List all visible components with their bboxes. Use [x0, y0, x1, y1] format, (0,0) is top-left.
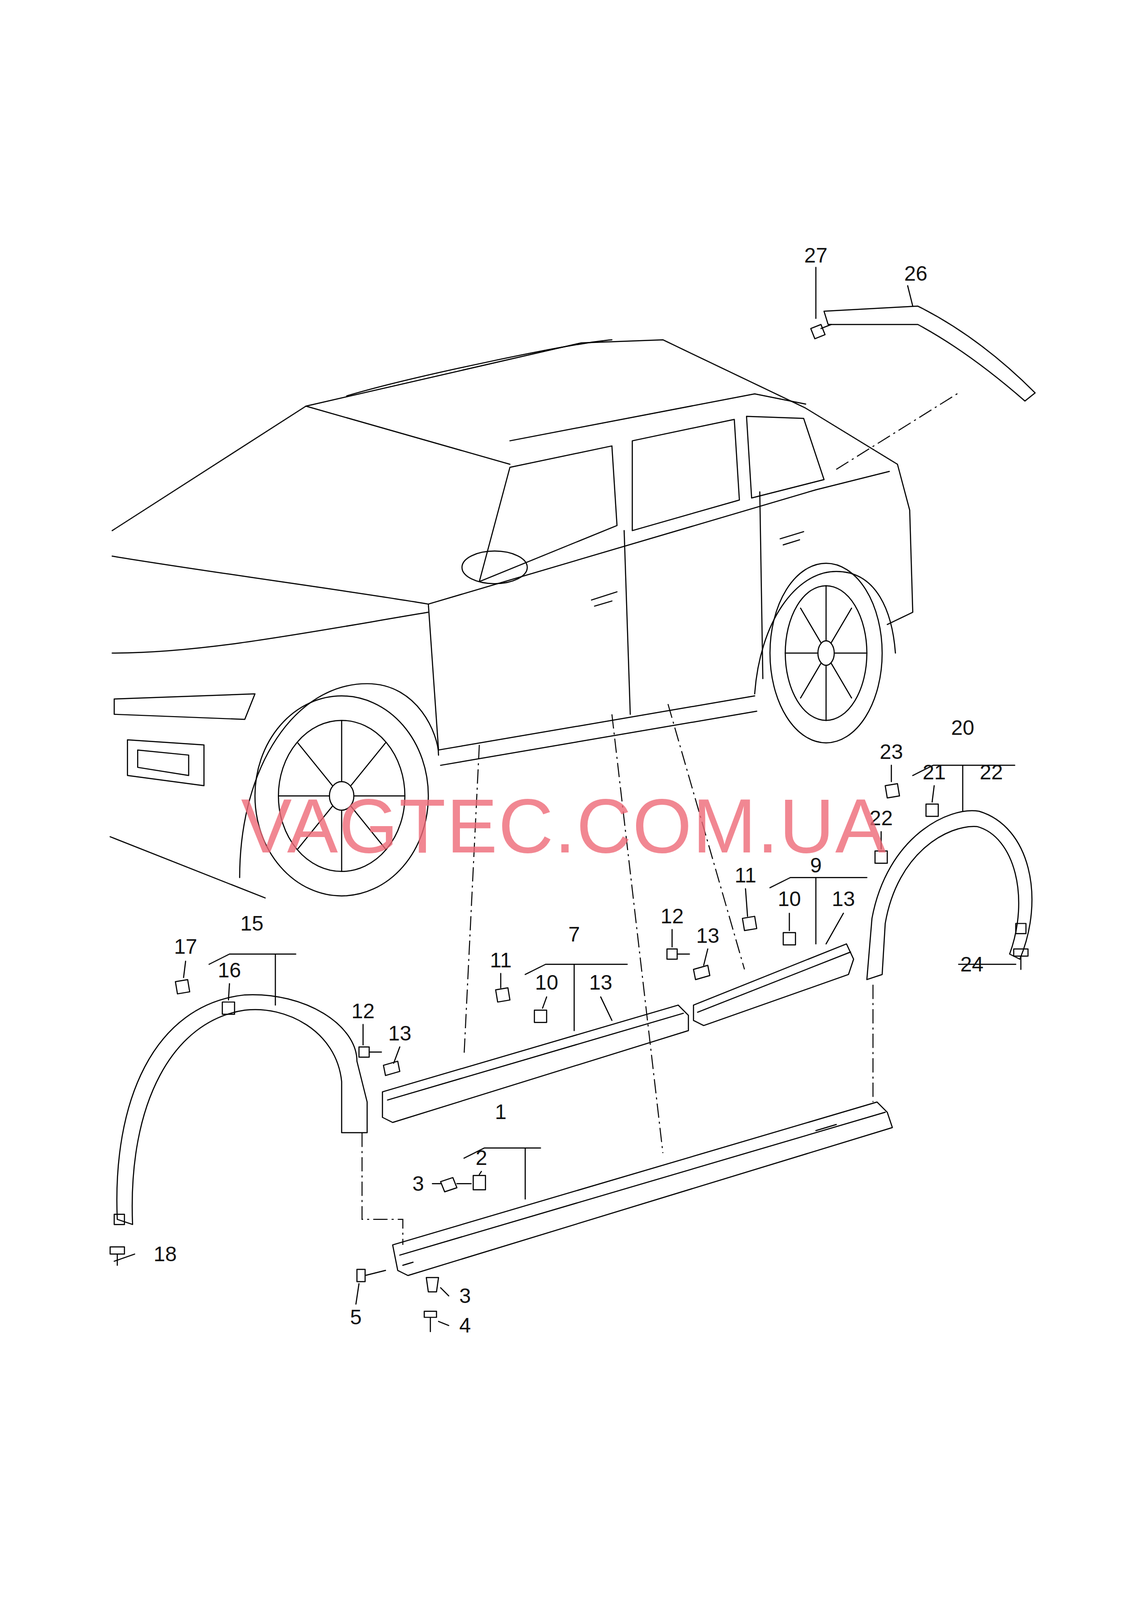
callout-number: 13 [588, 971, 613, 993]
callout-number: 10 [777, 888, 801, 909]
callout-number: 12 [351, 1000, 375, 1022]
callout-number: 3 [459, 1284, 471, 1306]
callout-number: 23 [879, 740, 904, 762]
callout-number: 13 [696, 924, 720, 946]
callout-number: 27 [804, 244, 828, 266]
callout-number: 1 [494, 1101, 507, 1122]
callout-number: 12 [660, 905, 684, 927]
callout-number: 13 [388, 1022, 412, 1044]
callout-number: 15 [240, 912, 264, 934]
callout-number: 3 [412, 1172, 425, 1194]
callout-number: 5 [350, 1306, 362, 1328]
callout-number: 4 [459, 1314, 471, 1336]
callout-number: 11 [734, 864, 757, 886]
callout-number: 21 [922, 761, 946, 783]
callout-number: 17 [173, 935, 198, 957]
callout-number: 20 [951, 716, 975, 738]
watermark: VAGTEC.COM.UA [241, 787, 888, 865]
callout-number: 11 [489, 949, 512, 971]
callout-number: 7 [568, 923, 581, 945]
callout-number: 26 [903, 262, 928, 284]
callout-number: 2 [475, 1146, 488, 1168]
callout-number: 24 [960, 953, 984, 975]
callout-number: 16 [217, 959, 242, 981]
callout-number: 10 [534, 971, 559, 993]
callout-number: 22 [979, 761, 1003, 783]
callout-number: 18 [153, 1243, 177, 1265]
callout-number: 13 [831, 888, 855, 909]
